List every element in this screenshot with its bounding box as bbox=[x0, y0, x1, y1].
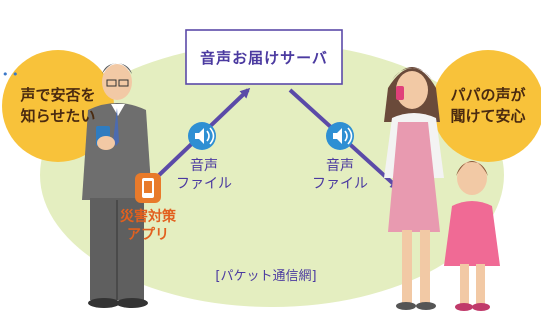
sound-file-icon bbox=[326, 122, 354, 150]
download-file-label: 音声 ファイル bbox=[312, 158, 368, 192]
receiver-bubble bbox=[432, 50, 541, 162]
disaster-app-icon bbox=[135, 173, 161, 203]
network-label: [パケット通信網] bbox=[215, 269, 317, 284]
mother-illustration bbox=[384, 67, 444, 310]
upload-file-label: 音声 ファイル bbox=[176, 158, 232, 192]
server-label: 音声お届けサーバ bbox=[200, 48, 328, 67]
sender-bubble bbox=[2, 50, 114, 162]
server-box bbox=[185, 29, 343, 85]
sound-file-icon bbox=[188, 122, 216, 150]
app-label: 災害対策 アプリ bbox=[120, 209, 176, 243]
child-illustration bbox=[444, 161, 500, 311]
decorative-dots: • • bbox=[2, 68, 19, 81]
receiver-bubble-text: パパの声が 聞けて安心 bbox=[450, 86, 526, 125]
sender-bubble-text: 声で安否を 知らせたい bbox=[20, 86, 96, 125]
businessman-illustration bbox=[82, 63, 152, 308]
